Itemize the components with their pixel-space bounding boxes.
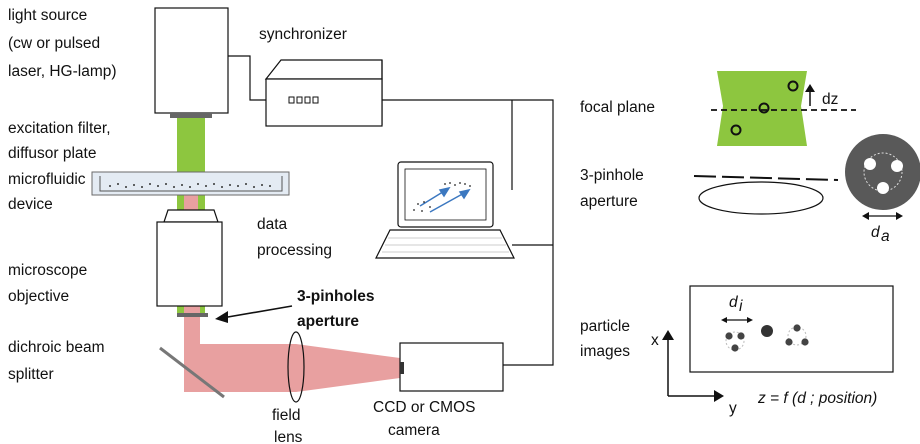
d-i-label: d <box>729 294 739 311</box>
x-axis-label: x <box>651 332 659 349</box>
d-i-arrowhead-left <box>721 317 727 323</box>
field-lens <box>287 331 305 403</box>
laptop-keys <box>382 237 509 253</box>
aperture-disk <box>845 134 920 210</box>
camera-label: CCD or CMOS camera <box>373 399 480 439</box>
field-lens-label: field lens <box>272 407 305 444</box>
microfluidic-device <box>91 171 290 196</box>
excitation-filter <box>170 113 212 118</box>
dz-arrowhead <box>805 84 815 92</box>
laptop-track-dots <box>413 182 471 212</box>
signal-wires <box>228 55 554 366</box>
excitation-filter-label: excitation filter, diffusor plate <box>8 120 115 162</box>
pinholes-aperture-label: 3-pinholes aperture <box>297 288 379 330</box>
particle-image-triplet-right <box>785 324 809 346</box>
data-processing-label: data processing <box>257 216 332 259</box>
synchronizer-box <box>265 78 383 127</box>
pinholes-aperture-arrow <box>221 305 293 319</box>
aperture-lens <box>698 181 824 215</box>
particle-image-triplet-left <box>725 331 745 352</box>
aperture-pinhole-3 <box>877 182 889 194</box>
particle-above-focus <box>787 80 799 92</box>
d-a-subscript: a <box>881 228 890 245</box>
d-a-arrowhead-left <box>862 212 869 220</box>
aperture-pinhole-1 <box>864 158 876 170</box>
d-a-label: d <box>871 224 881 241</box>
dichroic-splitter-label: dichroic beam splitter <box>8 339 109 383</box>
particle-images-label: particle images <box>580 318 634 360</box>
seeding-particles <box>109 183 271 188</box>
y-axis-arrowhead <box>714 390 724 402</box>
microfluidic-channel <box>99 176 283 192</box>
red-emission-beam-horizontal <box>184 344 400 392</box>
focal-plane-label: focal plane <box>580 99 655 116</box>
camera-body <box>399 342 504 392</box>
light-source-label: light source (cw or pulsed laser, HG-lam… <box>8 7 117 80</box>
pinholes-aperture-arrowhead <box>215 311 228 323</box>
particle-below-focus <box>730 124 742 136</box>
formula-label: z = f (d ; position) <box>757 390 877 407</box>
laptop-track-arrows <box>419 186 471 213</box>
synchronizer-indicators <box>288 96 319 104</box>
particle-image-single <box>761 325 773 337</box>
laptop-keyboard <box>375 229 515 259</box>
x-axis-arrowhead <box>662 330 674 340</box>
synchronizer-box-top <box>264 59 383 80</box>
objective-top-cap <box>163 209 219 223</box>
d-a-arrowhead-right <box>896 212 903 220</box>
three-pinhole-aperture-label: 3-pinhole aperture <box>580 167 648 210</box>
dichroic-beam-splitter <box>159 346 225 399</box>
microscope-objective-label: microscope objective <box>8 262 92 305</box>
particle-in-focus <box>758 102 770 114</box>
pinholes-aperture-plate <box>177 313 208 317</box>
synchronizer-label: synchronizer <box>259 26 347 43</box>
dz-label: dz <box>822 91 838 108</box>
camera-sensor <box>400 362 404 374</box>
aperture-pinhole-2 <box>891 160 903 172</box>
microfluidic-device-label: microfluidic device <box>8 171 90 213</box>
aperture-plane-line <box>693 175 839 181</box>
d-i-subscript: i <box>739 298 743 315</box>
y-axis-label: y <box>729 400 737 417</box>
microscope-objective <box>156 221 223 307</box>
light-source-box <box>154 7 229 114</box>
d-i-arrowhead-right <box>747 317 753 323</box>
